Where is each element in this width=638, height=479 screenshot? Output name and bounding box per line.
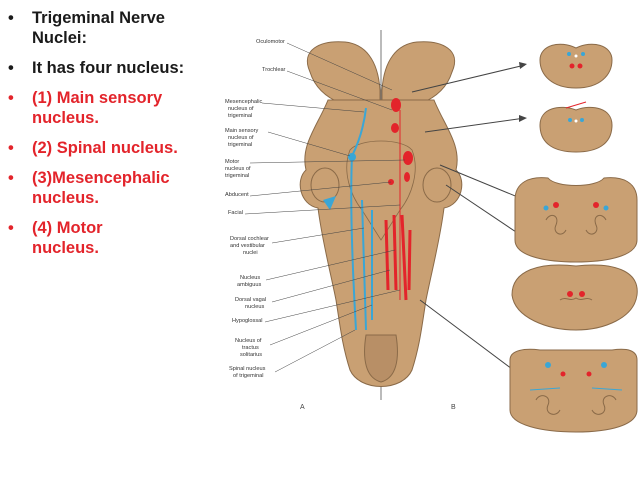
cross-section-3 (514, 177, 638, 263)
bullet-mark: • (8, 59, 14, 77)
brainstem-dorsal-view (299, 41, 463, 387)
label-dorsal-vagal: nucleus (245, 304, 264, 310)
label-abducent: Abducent (225, 192, 249, 198)
axis-label-b: B (451, 404, 456, 411)
bullet-line: (4) Motor (32, 219, 103, 237)
main-sensory-nucleus-mark (348, 153, 356, 161)
bullet-line: nucleus. (32, 189, 99, 207)
fourth-ventricle-outline (346, 140, 416, 241)
label-spinal-nucleus: of trigeminal (233, 373, 263, 379)
label-dorsal-cochlear: Dorsal cochlear (230, 236, 269, 242)
bullet-line: Trigeminal Nerve (32, 9, 165, 27)
label-dorsal-vagal: Dorsal vagal (235, 297, 266, 303)
label-hypoglossal: Hypoglossal (232, 318, 262, 324)
bullet-line: (3)Mesencephalic (32, 169, 170, 187)
cross-section-1 (539, 43, 613, 89)
spinal-nucleus-mark (323, 196, 336, 210)
label-trochlear: Trochlear (262, 67, 286, 73)
label-dorsal-cochlear: nuclei (243, 250, 258, 256)
label-tractus: solitarius (240, 352, 262, 358)
bullet-mark: • (8, 89, 14, 107)
cross-section-4 (511, 264, 638, 331)
bullet-mark: • (8, 219, 14, 237)
motor-nuclei (388, 98, 413, 185)
bullet-mark: • (8, 169, 14, 187)
label-mesencephalic: Mesencephalic (225, 99, 263, 105)
label-motor: nucleus of (225, 166, 251, 172)
bullet-trigeminal-nuclei: • Trigeminal Nerve Nuclei: (6, 8, 221, 48)
bullet-four-nucleus: • It has four nucleus: (6, 58, 221, 78)
bullet-line: Nuclei: (32, 29, 88, 47)
label-ambiguus: Nucleus (240, 275, 260, 281)
bullet-main-sensory: • (1) Main sensory nucleus. (6, 88, 221, 128)
axis-label-a: A (300, 404, 305, 411)
label-mesencephalic: nucleus of (228, 106, 254, 112)
bullet-line: (2) Spinal nucleus. (32, 139, 178, 157)
label-tractus: Nucleus of (235, 338, 262, 344)
cross-section-5 (509, 348, 638, 433)
label-main-sensory: trigeminal (228, 142, 252, 148)
structure-labels: Oculomotor Trochlear Mesencephalic nucle… (225, 39, 286, 379)
section-arrows (411, 64, 526, 376)
label-motor: trigeminal (225, 173, 249, 179)
label-tractus: tractus (242, 345, 259, 351)
motor-columns (384, 214, 412, 301)
sensory-columns (350, 107, 373, 331)
bullet-spinal: • (2) Spinal nucleus. (6, 138, 221, 158)
label-ambiguus: ambiguus (237, 282, 261, 288)
label-main-sensory: Main sensory (225, 128, 258, 134)
label-mesencephalic: trigeminal (228, 113, 252, 119)
label-spinal-nucleus: Spinal nucleus (229, 366, 266, 372)
bullet-mesencephalic: • (3)Mesencephalic nucleus. (6, 168, 221, 208)
bullet-mark: • (8, 9, 14, 27)
bullet-motor: • (4) Motor nucleus. (6, 218, 221, 258)
bullet-line: nucleus. (32, 239, 99, 257)
bullet-list: • Trigeminal Nerve Nuclei: • It has four… (6, 8, 221, 268)
cross-section-2 (539, 101, 613, 153)
label-dorsal-cochlear: and vestibular (230, 243, 265, 249)
leader-lines (244, 42, 406, 373)
bullet-line: nucleus. (32, 109, 99, 127)
bullet-line: (1) Main sensory (32, 89, 163, 107)
label-main-sensory: nucleus of (228, 135, 254, 141)
label-facial: Facial (228, 210, 243, 216)
bullet-mark: • (8, 139, 14, 157)
label-oculomotor: Oculomotor (256, 39, 285, 45)
label-motor: Motor (225, 159, 239, 165)
bullet-line: It has four nucleus: (32, 59, 185, 77)
